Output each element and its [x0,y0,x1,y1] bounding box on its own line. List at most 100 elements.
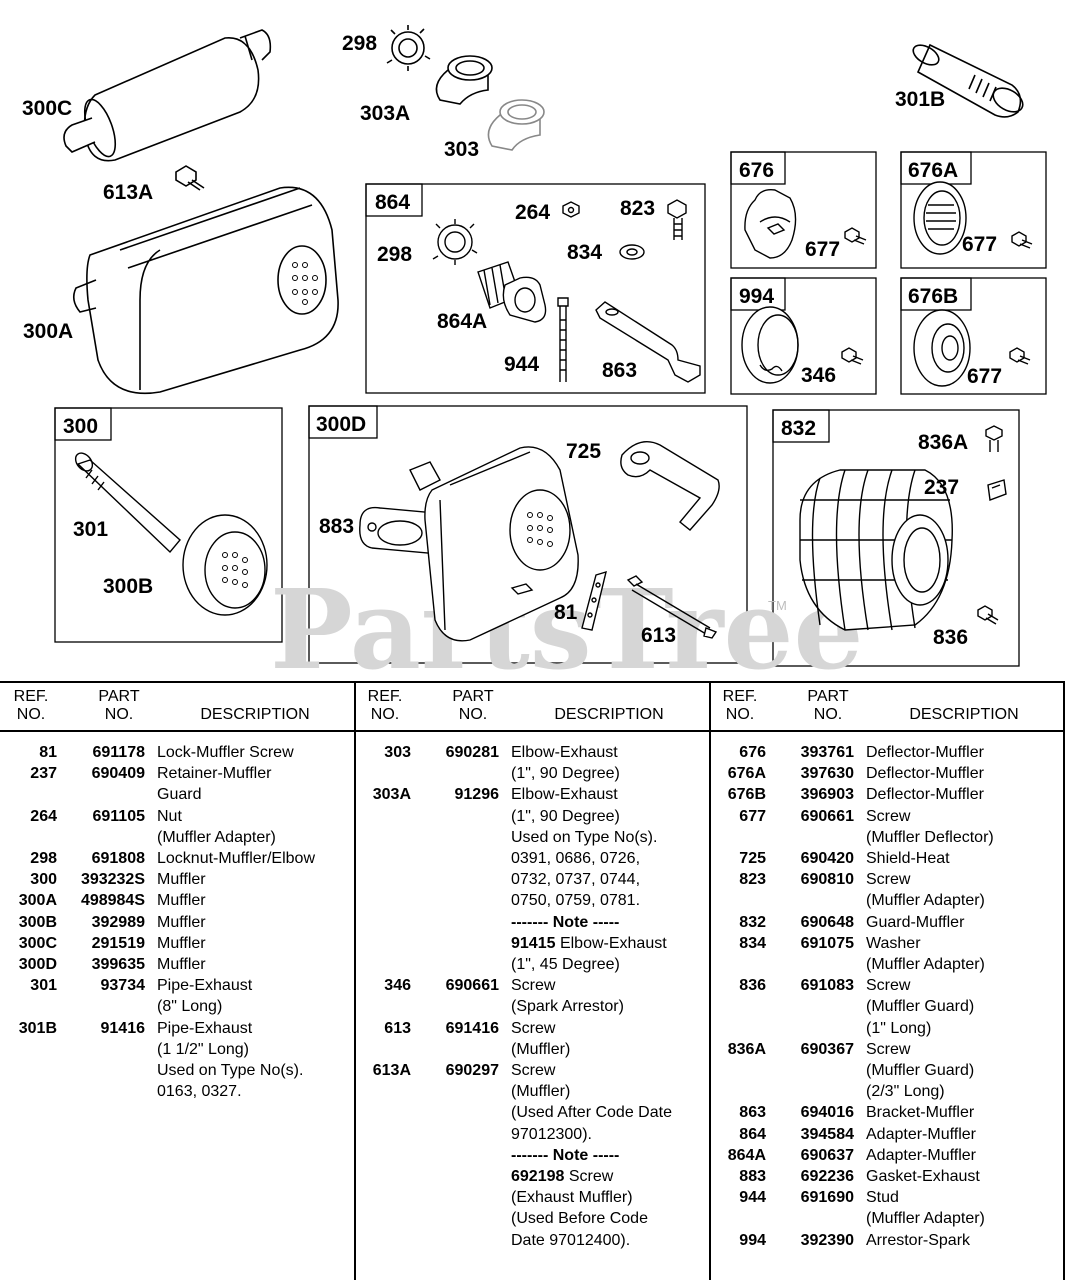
box-title-676A: 676A [908,159,958,182]
cell-ref [354,890,411,911]
cell-description: (Muffler Adapter) [157,828,276,846]
header-part: PART NO. [452,688,494,723]
table-row: (Muffler Adapter) [0,827,354,848]
cell-ref [709,996,766,1017]
cell-part: 393232S [80,871,145,889]
cell-ref [354,827,411,848]
header-ref: REF. NO. [722,688,758,723]
table-row: (1 1/2" Long) [0,1039,354,1060]
cell-description: Guard [157,786,202,804]
cell-part [411,763,499,784]
cell-ref [354,954,411,975]
cell-ref [0,1081,57,1102]
cell-description: Nut [157,807,182,825]
cell-description: Elbow-Exhaust [511,786,618,804]
table-row: ------- Note ----- [354,912,709,933]
cell-ref [354,1081,411,1102]
part-836A-screw-drawing [985,425,1003,452]
cell-ref [354,996,411,1017]
cell-part [57,784,145,805]
cell-description: (Exhaust Muffler) [511,1189,633,1207]
cell-ref [709,1081,766,1102]
cell-part [411,954,499,975]
cell-description: Deflector-Muffler [866,786,984,804]
part-676-deflector-drawing [744,189,797,259]
part-300C-drawing [63,29,272,162]
cell-ref: 863 [739,1104,766,1122]
cell-description: Muffler [157,892,206,910]
part-676B-deflector-drawing [913,309,971,387]
cell-part [57,1060,145,1081]
cell-description: Pipe-Exhaust [157,977,253,995]
cell-description: (Used After Code Date [511,1104,672,1122]
cell-ref: 677 [739,807,766,825]
cell-part [411,996,499,1017]
part-298-nut-drawing [386,25,431,71]
cell-ref: 613 [384,1019,411,1037]
cell-ref: 676 [739,744,766,761]
table-row: Guard [0,784,354,805]
box-title-300: 300 [63,415,98,438]
part-677b-screw-drawing [1011,231,1033,249]
cell-part: 396903 [800,786,854,804]
part-300D-muffler-drawing [409,446,579,642]
cell-part: 690648 [800,913,854,931]
cell-ref [709,1060,766,1081]
table-row: (Exhaust Muffler) [354,1187,709,1208]
cell-part: 392989 [91,913,145,931]
cell-ref [0,827,57,848]
cell-part [766,954,854,975]
cell-part [766,1081,854,1102]
cell-ref: 303A [372,786,411,804]
callout-613A: 613A [103,181,153,204]
cell-ref: 300C [18,934,57,952]
cell-ref: 883 [739,1168,766,1186]
watermark-tm: TM [768,598,787,613]
cell-description: (Muffler Adapter) [866,1210,985,1228]
table-row: (2/3" Long) [709,1081,1063,1102]
cell-description: Muffler [157,956,206,974]
cell-description: 0163, 0327. [157,1083,242,1101]
cell-part: 690281 [445,744,499,761]
cell-description: Screw [866,977,911,995]
table-row: (Used After Code Date [354,1102,709,1123]
cell-ref: 301B [18,1019,57,1037]
table-row: (1", 90 Degree) [354,763,709,784]
parts-diagram: PartsTree TM [22,25,1047,680]
cell-description: Deflector-Muffler [866,744,984,761]
cell-description: (Muffler Guard) [866,1062,975,1080]
callout-346: 346 [801,364,836,387]
cell-part [57,1081,145,1102]
cell-ref: 237 [30,765,57,783]
cell-ref: 944 [739,1189,766,1207]
cell-ref: 346 [384,977,411,995]
cell-ref [354,1039,411,1060]
table-row: (Used Before Code [354,1208,709,1229]
cell-ref [709,827,766,848]
table-row: (Muffler Adapter) [709,890,1063,911]
cell-ref [354,763,411,784]
table-row: Date 97012400). [354,1230,709,1251]
callout-725: 725 [566,440,601,463]
cell-ref [709,1208,766,1229]
cell-ref [354,1145,411,1166]
part-301B-pipe-drawing [912,43,1024,118]
callout-864A: 864A [437,310,487,333]
part-834-washer-drawing [619,244,645,260]
cell-ref: 676B [727,786,766,804]
table-row: (Muffler Guard) [709,1060,1063,1081]
part-303A-elbow-drawing [435,55,493,105]
cell-description: (Used Before Code [511,1210,648,1228]
table-row: Used on Type No(s). [0,1060,354,1081]
